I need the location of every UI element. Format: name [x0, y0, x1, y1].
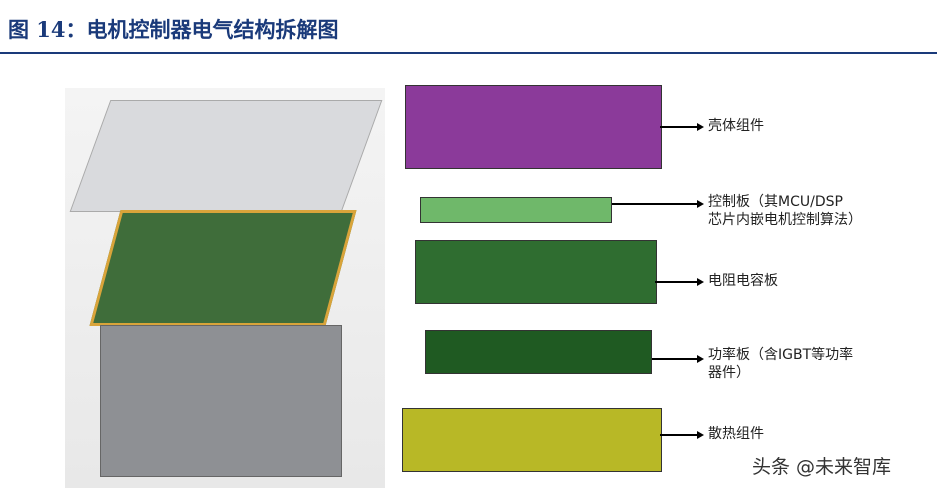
watermark: 头条 @未来智库 — [752, 456, 892, 478]
title-divider — [0, 52, 937, 54]
arrow — [612, 200, 704, 208]
arrow — [660, 123, 704, 131]
arrow — [655, 278, 704, 286]
power-board-image — [425, 330, 652, 374]
controller-pcb-image — [89, 210, 357, 326]
arrow — [652, 355, 704, 363]
rc-board-image — [415, 240, 657, 304]
label-heatsink: 散热组件 — [708, 426, 764, 442]
label-control-board: 控制板（其MCU/DSP 芯片内嵌电机控制算法） — [708, 194, 862, 228]
controller-case-image — [100, 325, 342, 477]
housing-image — [405, 85, 662, 169]
figure-title: 图 14：电机控制器电气结构拆解图 — [8, 17, 339, 42]
heatsink-image — [402, 408, 662, 472]
arrow — [660, 431, 704, 439]
label-rc-board: 电阻电容板 — [708, 273, 778, 289]
label-housing: 壳体组件 — [708, 118, 764, 134]
control-board-image — [420, 197, 612, 223]
label-power-board: 功率板（含IGBT等功率 器件） — [708, 347, 854, 381]
controller-lid-image — [69, 100, 383, 212]
